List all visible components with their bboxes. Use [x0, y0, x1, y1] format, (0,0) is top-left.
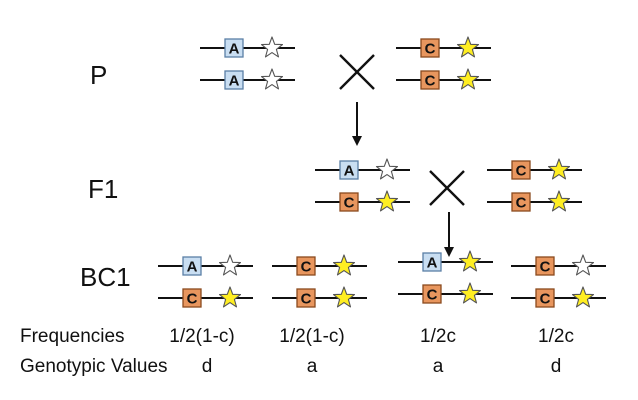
frequency-value-3: 1/2c [420, 326, 456, 347]
generation-label-f1: F1 [88, 174, 119, 204]
yellow-star-icon [375, 190, 399, 212]
bc1-offspring-4: CC [511, 254, 606, 308]
yellow-star-icon [547, 158, 571, 180]
allele-a-box [224, 38, 244, 58]
allele-c-box [420, 70, 440, 90]
allele-label: A [229, 73, 240, 90]
white-star-icon [260, 68, 284, 90]
allele-label: A [229, 41, 240, 58]
generation-label-p: P [90, 60, 108, 90]
frequency-value-2: 1/2(1-c) [279, 326, 345, 347]
yellow-star-icon [458, 282, 482, 304]
bc1-offspring-3: AC [398, 250, 493, 304]
p-parent-aa: AA [200, 36, 295, 90]
yellow-star-icon [456, 68, 480, 90]
allele-c-box [535, 256, 555, 276]
allele-label: A [344, 163, 355, 180]
yellow-star-icon [547, 190, 571, 212]
cross-symbol-p [339, 54, 375, 90]
allele-c-box [182, 288, 202, 308]
allele-label: C [187, 291, 198, 308]
allele-c-box [422, 284, 442, 304]
allele-c-box [535, 288, 555, 308]
allele-a-box [182, 256, 202, 276]
allele-a-box [224, 70, 244, 90]
allele-label: C [301, 291, 312, 308]
yellow-star-icon [218, 286, 242, 308]
allele-label: C [301, 259, 312, 276]
yellow-star-icon [571, 286, 595, 308]
allele-a-box [422, 252, 442, 272]
genotypic-value-3: a [432, 356, 444, 377]
allele-label: C [516, 163, 527, 180]
allele-label: A [187, 259, 198, 276]
p-parent-cc: CC [396, 36, 491, 90]
bc1-offspring-2: CC [272, 254, 367, 308]
frequencies-label: Frequencies [20, 326, 125, 347]
frequency-value-1: 1/2(1-c) [169, 326, 235, 347]
yellow-star-icon [332, 254, 356, 276]
genotypic-value-4: d [550, 356, 562, 377]
white-star-icon [260, 36, 284, 58]
allele-label: C [344, 195, 355, 212]
white-star-icon [218, 254, 242, 276]
allele-c-box [296, 288, 316, 308]
generation-label-bc1: BC1 [80, 262, 131, 292]
allele-a-box [339, 160, 359, 180]
cross-symbol-f1 [429, 170, 465, 206]
allele-c-box [420, 38, 440, 58]
allele-label: C [425, 41, 436, 58]
allele-label: C [540, 291, 551, 308]
allele-label: C [540, 259, 551, 276]
f1-parent-ac: AC [315, 158, 410, 212]
allele-label: C [516, 195, 527, 212]
genotypic-values-label: Genotypic Values [20, 356, 168, 377]
allele-c-box [511, 192, 531, 212]
allele-c-box [511, 160, 531, 180]
yellow-star-icon [332, 286, 356, 308]
white-star-icon [375, 158, 399, 180]
yellow-star-icon [456, 36, 480, 58]
genotypic-value-1: d [201, 356, 213, 377]
allele-label: C [425, 73, 436, 90]
bc1-offspring-1: AC [158, 254, 253, 308]
frequency-value-4: 1/2c [538, 326, 574, 347]
allele-label: A [427, 255, 438, 272]
yellow-star-icon [458, 250, 482, 272]
white-star-icon [571, 254, 595, 276]
genotypic-value-2: a [306, 356, 318, 377]
allele-label: C [427, 287, 438, 304]
f1-parent-cc: CC [487, 158, 582, 212]
allele-c-box [296, 256, 316, 276]
allele-c-box [339, 192, 359, 212]
